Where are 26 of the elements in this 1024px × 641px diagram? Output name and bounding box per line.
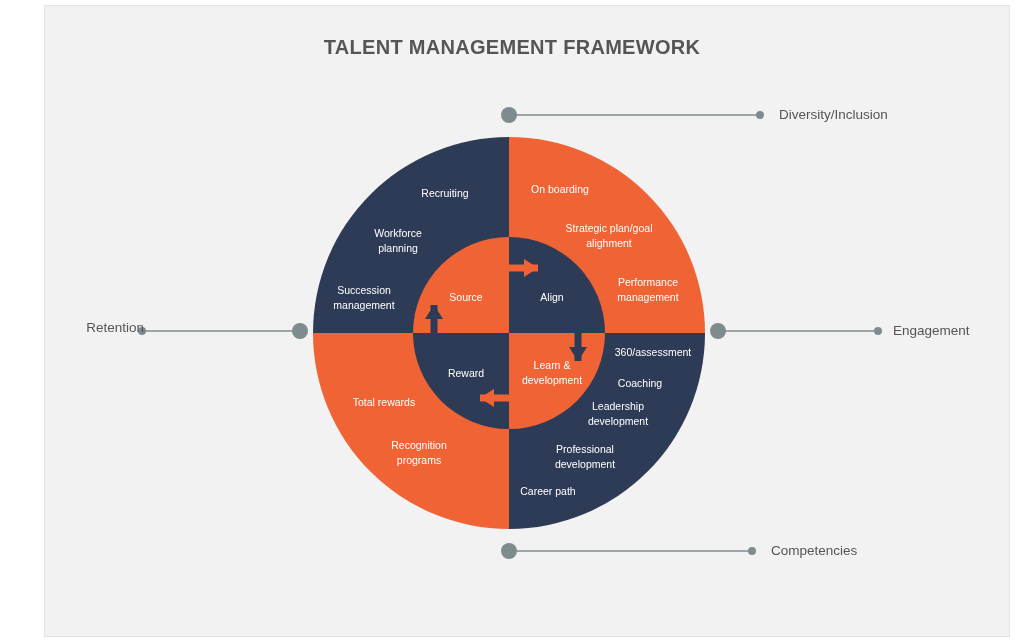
leader-line (138, 323, 308, 339)
topic-label: Leadership development (586, 399, 650, 429)
topic-label: Coaching (616, 375, 664, 391)
topic-label: 360/assessment (613, 344, 693, 360)
category-label: Retention (86, 319, 144, 337)
stage-label: Source (448, 289, 484, 305)
topic-label: On boarding (530, 181, 590, 197)
category-label: Competencies (758, 542, 858, 560)
topic-label: Workforce planning (373, 226, 423, 256)
category-label: Engagement (880, 322, 970, 340)
topic-label: Recruiting (420, 185, 470, 201)
leader-line (710, 323, 882, 339)
topic-label: Performance management (616, 275, 680, 305)
diagram-title: TALENT MANAGEMENT FRAMEWORK (322, 36, 702, 59)
stage-label: Learn & development (520, 358, 584, 388)
topic-label: Strategic plan/goal alighment (564, 221, 654, 251)
topic-label: Recognition programs (390, 438, 448, 468)
topic-label: Professional development (553, 442, 617, 472)
topic-label: Succession management (332, 283, 396, 313)
leader-line (501, 107, 764, 123)
stage-label: Align (539, 289, 565, 305)
topic-label: Career path (519, 483, 577, 499)
stage-label: Reward (446, 365, 486, 381)
topic-label: Total rewards (351, 394, 417, 410)
leader-line (501, 543, 756, 559)
category-label: Diversity/Inclusion (766, 106, 888, 124)
